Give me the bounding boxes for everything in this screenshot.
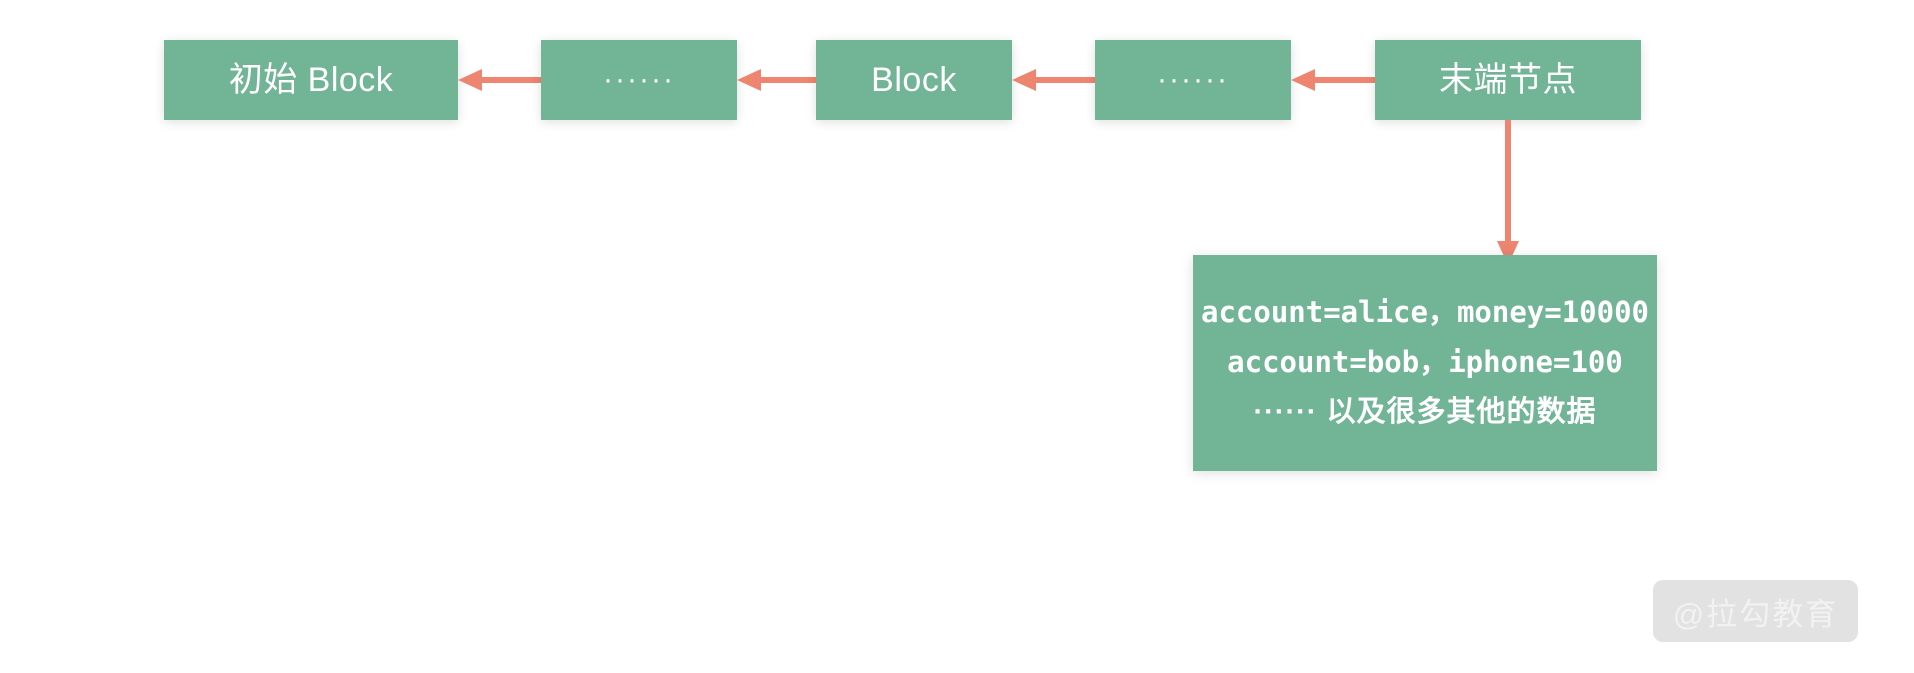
arrow-left-4 bbox=[1291, 69, 1375, 91]
arrow-head bbox=[737, 69, 761, 91]
watermark-text: @拉勾教育 bbox=[1672, 596, 1839, 632]
block-node-label: ······ bbox=[1157, 63, 1229, 96]
block-node-label: 末端节点 bbox=[1439, 60, 1577, 99]
watermark: @拉勾教育 bbox=[1653, 580, 1858, 642]
arrow-head bbox=[1012, 69, 1036, 91]
data-line-other-data: ······ 以及很多其他的数据 bbox=[1253, 395, 1597, 428]
block-node-ellipsis-right[interactable]: ······ bbox=[1095, 40, 1291, 120]
block-node-label: Block bbox=[871, 60, 957, 99]
block-node-middle-block[interactable]: Block bbox=[816, 40, 1012, 120]
arrow-head bbox=[1291, 69, 1315, 91]
block-node-label: 初始 Block bbox=[228, 60, 394, 99]
arrow-left-1 bbox=[458, 69, 542, 91]
block-node-terminal-node[interactable]: 末端节点 bbox=[1375, 40, 1641, 120]
data-line-account-alice: account=alice，money=10000 bbox=[1200, 295, 1650, 330]
arrow-left-3 bbox=[1012, 69, 1095, 91]
arrow-head bbox=[1497, 241, 1519, 265]
arrow-head bbox=[458, 69, 482, 91]
block-node-ellipsis-left[interactable]: ······ bbox=[541, 40, 737, 120]
data-line-account-bob: account=bob，iphone=100 bbox=[1227, 345, 1623, 380]
block-node-genesis-block[interactable]: 初始 Block bbox=[164, 40, 458, 120]
arrow-left-2 bbox=[737, 69, 817, 91]
block-node-label: ······ bbox=[603, 63, 675, 96]
arrow-down-to-data-box bbox=[1497, 120, 1519, 265]
state-data-box[interactable]: account=alice，money=10000 account=bob，ip… bbox=[1193, 255, 1657, 471]
